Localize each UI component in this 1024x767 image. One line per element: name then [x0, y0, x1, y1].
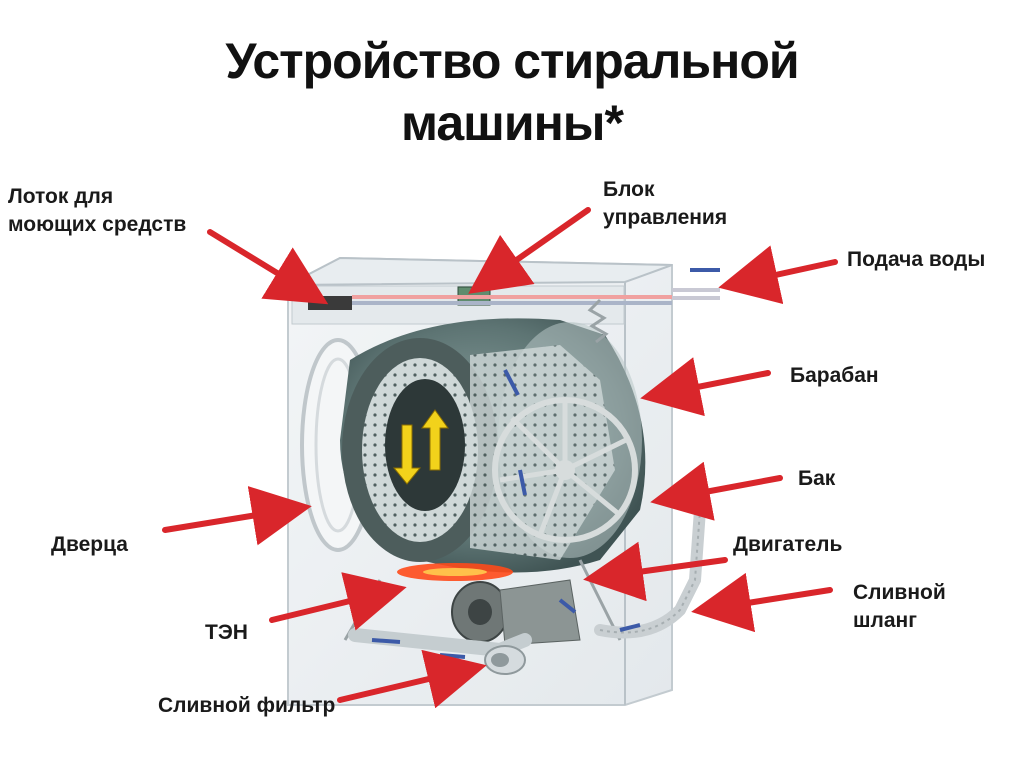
label-drain-filter: Сливной фильтр [158, 692, 335, 720]
arrow-detergent-tray [210, 232, 318, 298]
label-motor: Двигатель [733, 531, 842, 559]
label-control-unit: Блок управления [603, 176, 727, 232]
heater-part [397, 563, 513, 581]
label-drum: Барабан [790, 362, 879, 390]
label-water-supply: Подача воды [847, 246, 985, 274]
label-heater: ТЭН [205, 619, 248, 647]
arrow-tank [662, 478, 780, 500]
label-door: Дверца [51, 531, 128, 559]
motor-part [452, 580, 580, 645]
arrow-door [165, 508, 300, 530]
arrow-drain-hose [703, 590, 830, 610]
label-drain-hose: Сливной шланг [853, 579, 946, 635]
label-detergent-tray: Лоток для моющих средств [8, 183, 186, 239]
label-tank: Бак [798, 465, 835, 493]
arrow-water-supply [730, 262, 835, 285]
